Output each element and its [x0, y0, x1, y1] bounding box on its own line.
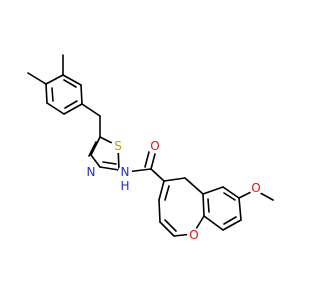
atom-amide-nitrogen: N H	[118, 165, 132, 193]
atom-label-layer: S N N H O O O	[84, 139, 263, 242]
bond	[150, 168, 165, 182]
atom-carbonyl-oxygen: O	[148, 139, 162, 153]
bond	[203, 215, 224, 231]
bond	[238, 197, 242, 221]
bond	[150, 153, 156, 170]
bond	[202, 186, 224, 195]
methoxy-oxygen-label: O	[251, 181, 260, 195]
thiazole-nitrogen-label: N	[87, 165, 96, 179]
sulfur-label: S	[114, 139, 122, 153]
bond	[102, 161, 117, 165]
bond	[63, 103, 83, 115]
bond	[46, 102, 65, 115]
bond	[223, 216, 237, 225]
bond	[99, 166, 120, 171]
bond	[88, 141, 97, 157]
bond	[184, 177, 204, 195]
bond	[159, 221, 175, 237]
amide-hydrogen-label: H	[120, 179, 129, 193]
atom-ring-oxygen: O	[187, 228, 201, 242]
bond	[223, 192, 236, 201]
bond	[158, 180, 165, 201]
structure-canvas: S N N H O O O	[27, 54, 274, 242]
bond	[90, 154, 101, 168]
bond	[45, 83, 48, 104]
bond	[27, 72, 47, 85]
atom-thiazole-nitrogen: N	[84, 165, 98, 179]
carbonyl-oxygen-label: O	[150, 139, 159, 153]
atom-methoxy-oxygen: O	[249, 181, 263, 195]
bond	[164, 219, 177, 232]
bond	[163, 177, 186, 182]
bond	[62, 74, 82, 86]
bond	[63, 79, 77, 88]
bond	[202, 193, 205, 217]
atom-sulfur: S	[111, 139, 125, 153]
amide-nitrogen-label: N	[121, 165, 130, 179]
bond	[144, 151, 150, 168]
bond	[164, 185, 170, 201]
bond	[207, 198, 210, 213]
molecule-structure: S N N H O O O	[27, 54, 274, 242]
bond	[158, 199, 161, 223]
bond	[80, 84, 83, 105]
bond	[90, 136, 101, 156]
bond	[51, 87, 54, 102]
bond	[222, 219, 242, 231]
bond	[222, 186, 240, 199]
bond	[45, 74, 64, 85]
bond	[81, 103, 101, 117]
bond	[64, 100, 78, 109]
ring-oxygen-label: O	[189, 228, 198, 242]
